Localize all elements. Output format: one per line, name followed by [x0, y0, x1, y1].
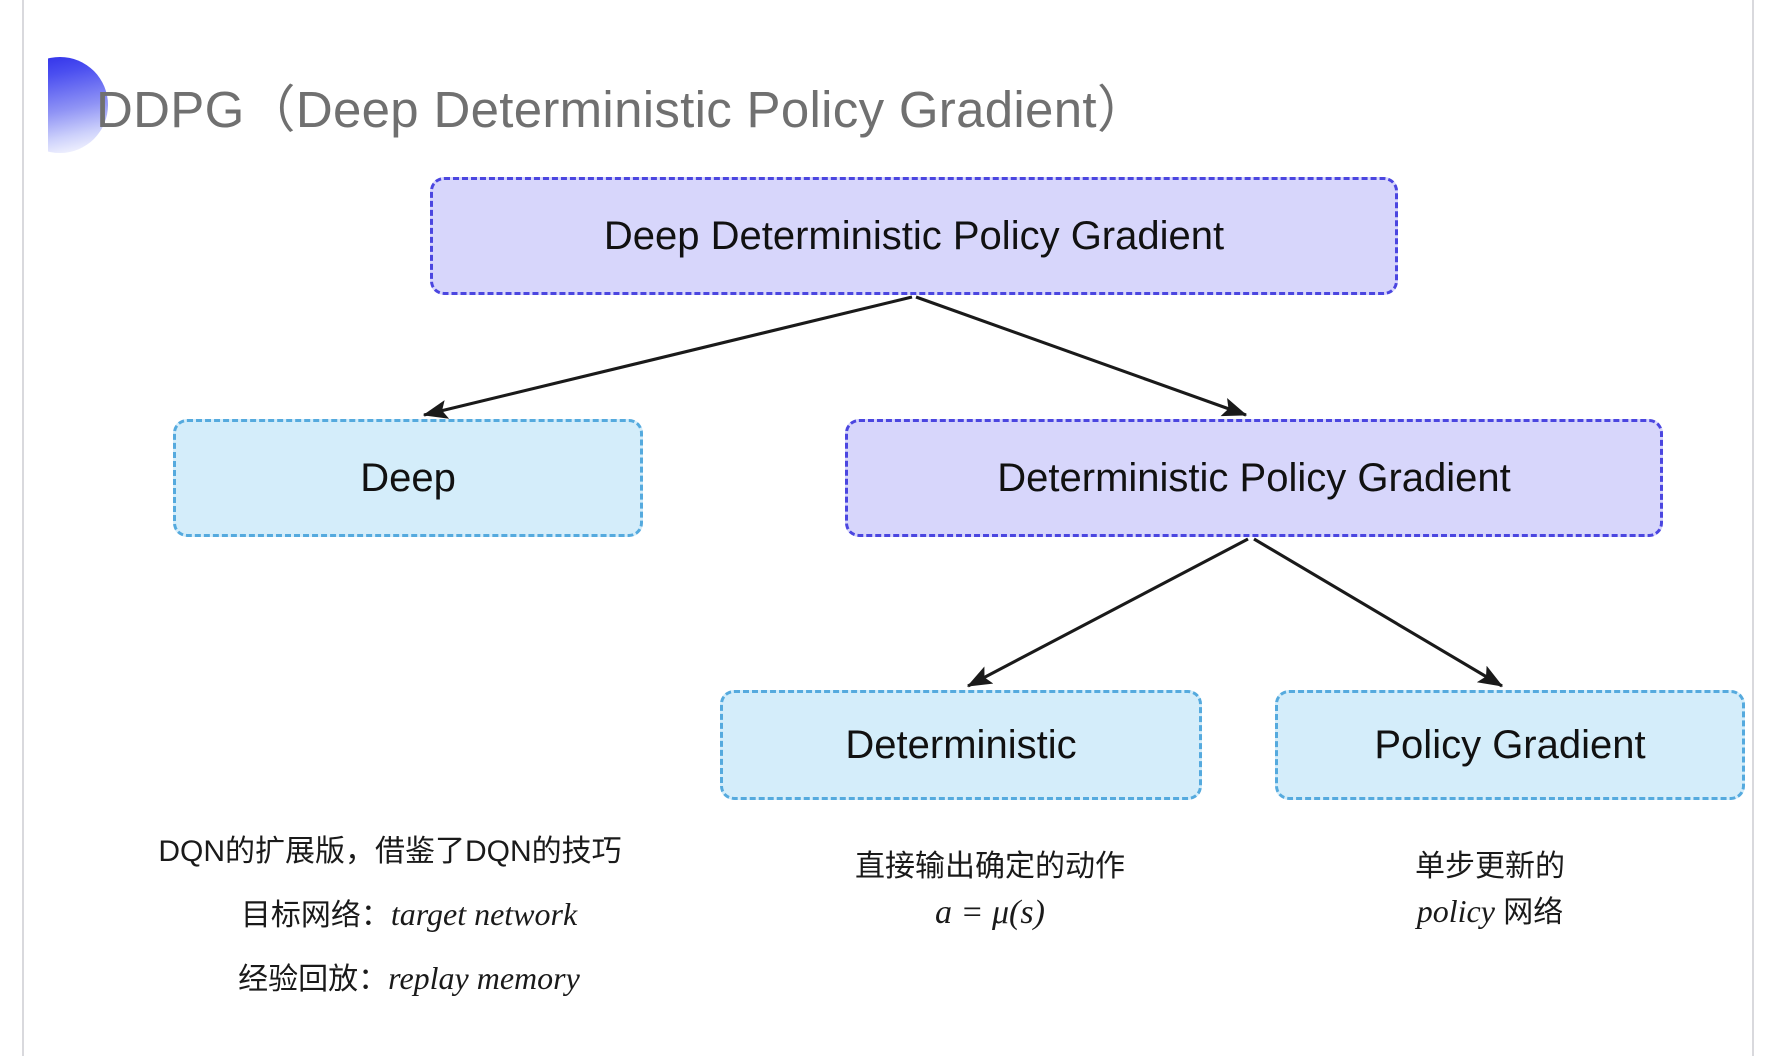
- node-label: Deep Deterministic Policy Gradient: [603, 213, 1225, 258]
- edge-dpg-to-pg: [1253, 537, 1504, 688]
- node-label: Deterministic: [845, 722, 1077, 767]
- annotation-label: 目标网络：: [240, 899, 391, 932]
- annotation-term: target network: [390, 896, 578, 932]
- annotation-line: policy 网络: [1300, 889, 1680, 935]
- node-deep[interactable]: Deep: [173, 419, 643, 537]
- annotation-formula: a = μ(s): [935, 894, 1045, 931]
- node-deep-deterministic-policy-gradient[interactable]: Deep Deterministic Policy Gradient: [430, 177, 1398, 295]
- edge-dpg-to-det: [966, 537, 1249, 688]
- slide-right-edge-rule: [1752, 0, 1754, 1056]
- annotation-label: 经验回放：: [238, 963, 389, 996]
- page-title: DDPG（Deep Deterministic Policy Gradient）: [96, 81, 1149, 138]
- annotation-term-tail: 网络: [1494, 896, 1564, 929]
- annotation-term: policy: [1416, 893, 1495, 929]
- node-label: Policy Gradient: [1374, 722, 1646, 767]
- annotation-line: 目标网络：target network: [110, 883, 670, 947]
- annotation-line: 单步更新的: [1415, 850, 1565, 883]
- node-label: Deep: [360, 455, 456, 500]
- edge-root-to-deep: [422, 295, 913, 419]
- annotation-line: 经验回放：replay memory: [110, 947, 670, 1011]
- node-label: Deterministic Policy Gradient: [997, 455, 1511, 500]
- node-deterministic[interactable]: Deterministic: [720, 690, 1202, 800]
- edge-root-to-dpg: [915, 295, 1248, 417]
- annotation-line: 直接输出确定的动作: [855, 850, 1125, 883]
- annotation-line: DQN的扩展版，借鉴了DQN的技巧: [158, 835, 622, 868]
- node-policy-gradient[interactable]: Policy Gradient: [1275, 690, 1745, 800]
- node-deterministic-policy-gradient[interactable]: Deterministic Policy Gradient: [845, 419, 1663, 537]
- annotation-deterministic: 直接输出确定的动作 a = μ(s): [760, 845, 1220, 937]
- slide-left-edge-rule: [22, 0, 24, 1056]
- annotation-policy-gradient: 单步更新的 policy 网络: [1300, 845, 1680, 935]
- annotation-deep: DQN的扩展版，借鉴了DQN的技巧 目标网络：target network 经验…: [110, 820, 670, 1011]
- annotation-term: replay memory: [388, 960, 580, 996]
